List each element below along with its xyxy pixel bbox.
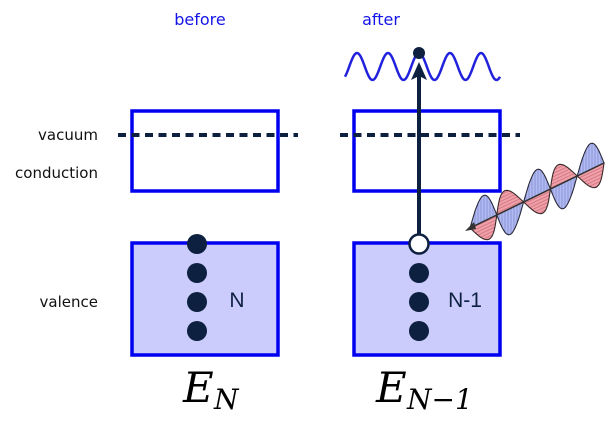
photon-icon: [465, 142, 605, 241]
photon-magnetic-lobe: [549, 163, 579, 190]
conduction-band-after: [352, 109, 502, 193]
photon-electric-lobe: [576, 142, 605, 178]
energy-subscript-after: N−1: [406, 383, 473, 416]
energy-symbol-before: E: [182, 363, 214, 412]
label-conduction: conduction: [15, 164, 98, 182]
photon-arrow-head: [465, 222, 476, 231]
photon-electric-lobe: [496, 200, 525, 236]
photon-magnetic-lobe: [496, 189, 525, 216]
photon-electric-lobe: [522, 168, 552, 204]
electron: [187, 234, 207, 254]
electron: [187, 292, 207, 312]
heading-after: after: [362, 10, 400, 29]
label-valence: valence: [40, 293, 98, 311]
photon-magnetic-lobe: [576, 162, 605, 189]
hole: [408, 233, 430, 255]
electron: [187, 321, 207, 341]
panel-after: N-1 E N−1: [340, 47, 520, 416]
electron: [187, 263, 207, 283]
label-vacuum: vacuum: [38, 126, 98, 144]
electron-count-before: N: [229, 289, 244, 312]
electron: [409, 292, 429, 312]
electron: [409, 263, 429, 283]
photon-electric-lobe: [469, 194, 498, 230]
energy-subscript-before: N: [213, 383, 240, 416]
electron: [409, 321, 429, 341]
photon-electric-lobe: [549, 174, 579, 210]
panel-before: N E N: [118, 109, 298, 416]
heading-before: before: [174, 10, 226, 29]
energy-symbol-after: E: [375, 363, 407, 412]
photon-axis: [469, 162, 605, 229]
conduction-band-before: [130, 109, 280, 193]
free-electron: [413, 47, 425, 59]
excitation-arrow-head: [411, 62, 427, 80]
electron-count-after: N-1: [448, 289, 482, 312]
photon-magnetic-lobe: [522, 188, 552, 215]
photon-magnetic-lobe: [469, 214, 498, 241]
